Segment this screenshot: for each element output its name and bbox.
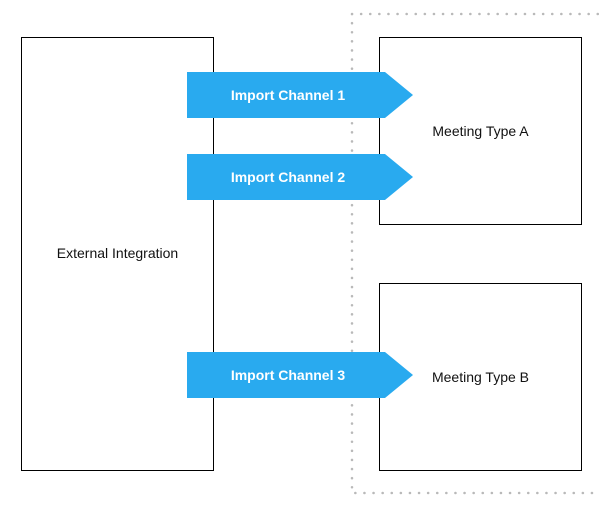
import-channel-3-arrow: Import Channel 3 bbox=[187, 352, 413, 398]
import-channel-2-label: Import Channel 2 bbox=[230, 169, 346, 185]
import-channel-1-arrow: Import Channel 1 bbox=[187, 72, 413, 118]
meeting-type-a-label: Meeting Type A bbox=[432, 123, 529, 139]
arrow-shape bbox=[187, 352, 413, 398]
meeting-type-a-box: Meeting Type A bbox=[379, 37, 582, 225]
import-channel-3-label: Import Channel 3 bbox=[230, 367, 346, 383]
external-integration-box: External Integration bbox=[21, 37, 214, 471]
external-integration-label: External Integration bbox=[56, 245, 179, 261]
arrow-shape bbox=[187, 72, 413, 118]
import-channel-2-arrow: Import Channel 2 bbox=[187, 154, 413, 200]
import-channel-1-label: Import Channel 1 bbox=[230, 87, 346, 103]
meeting-type-b-label: Meeting Type B bbox=[431, 369, 530, 385]
arrow-shape bbox=[187, 154, 413, 200]
